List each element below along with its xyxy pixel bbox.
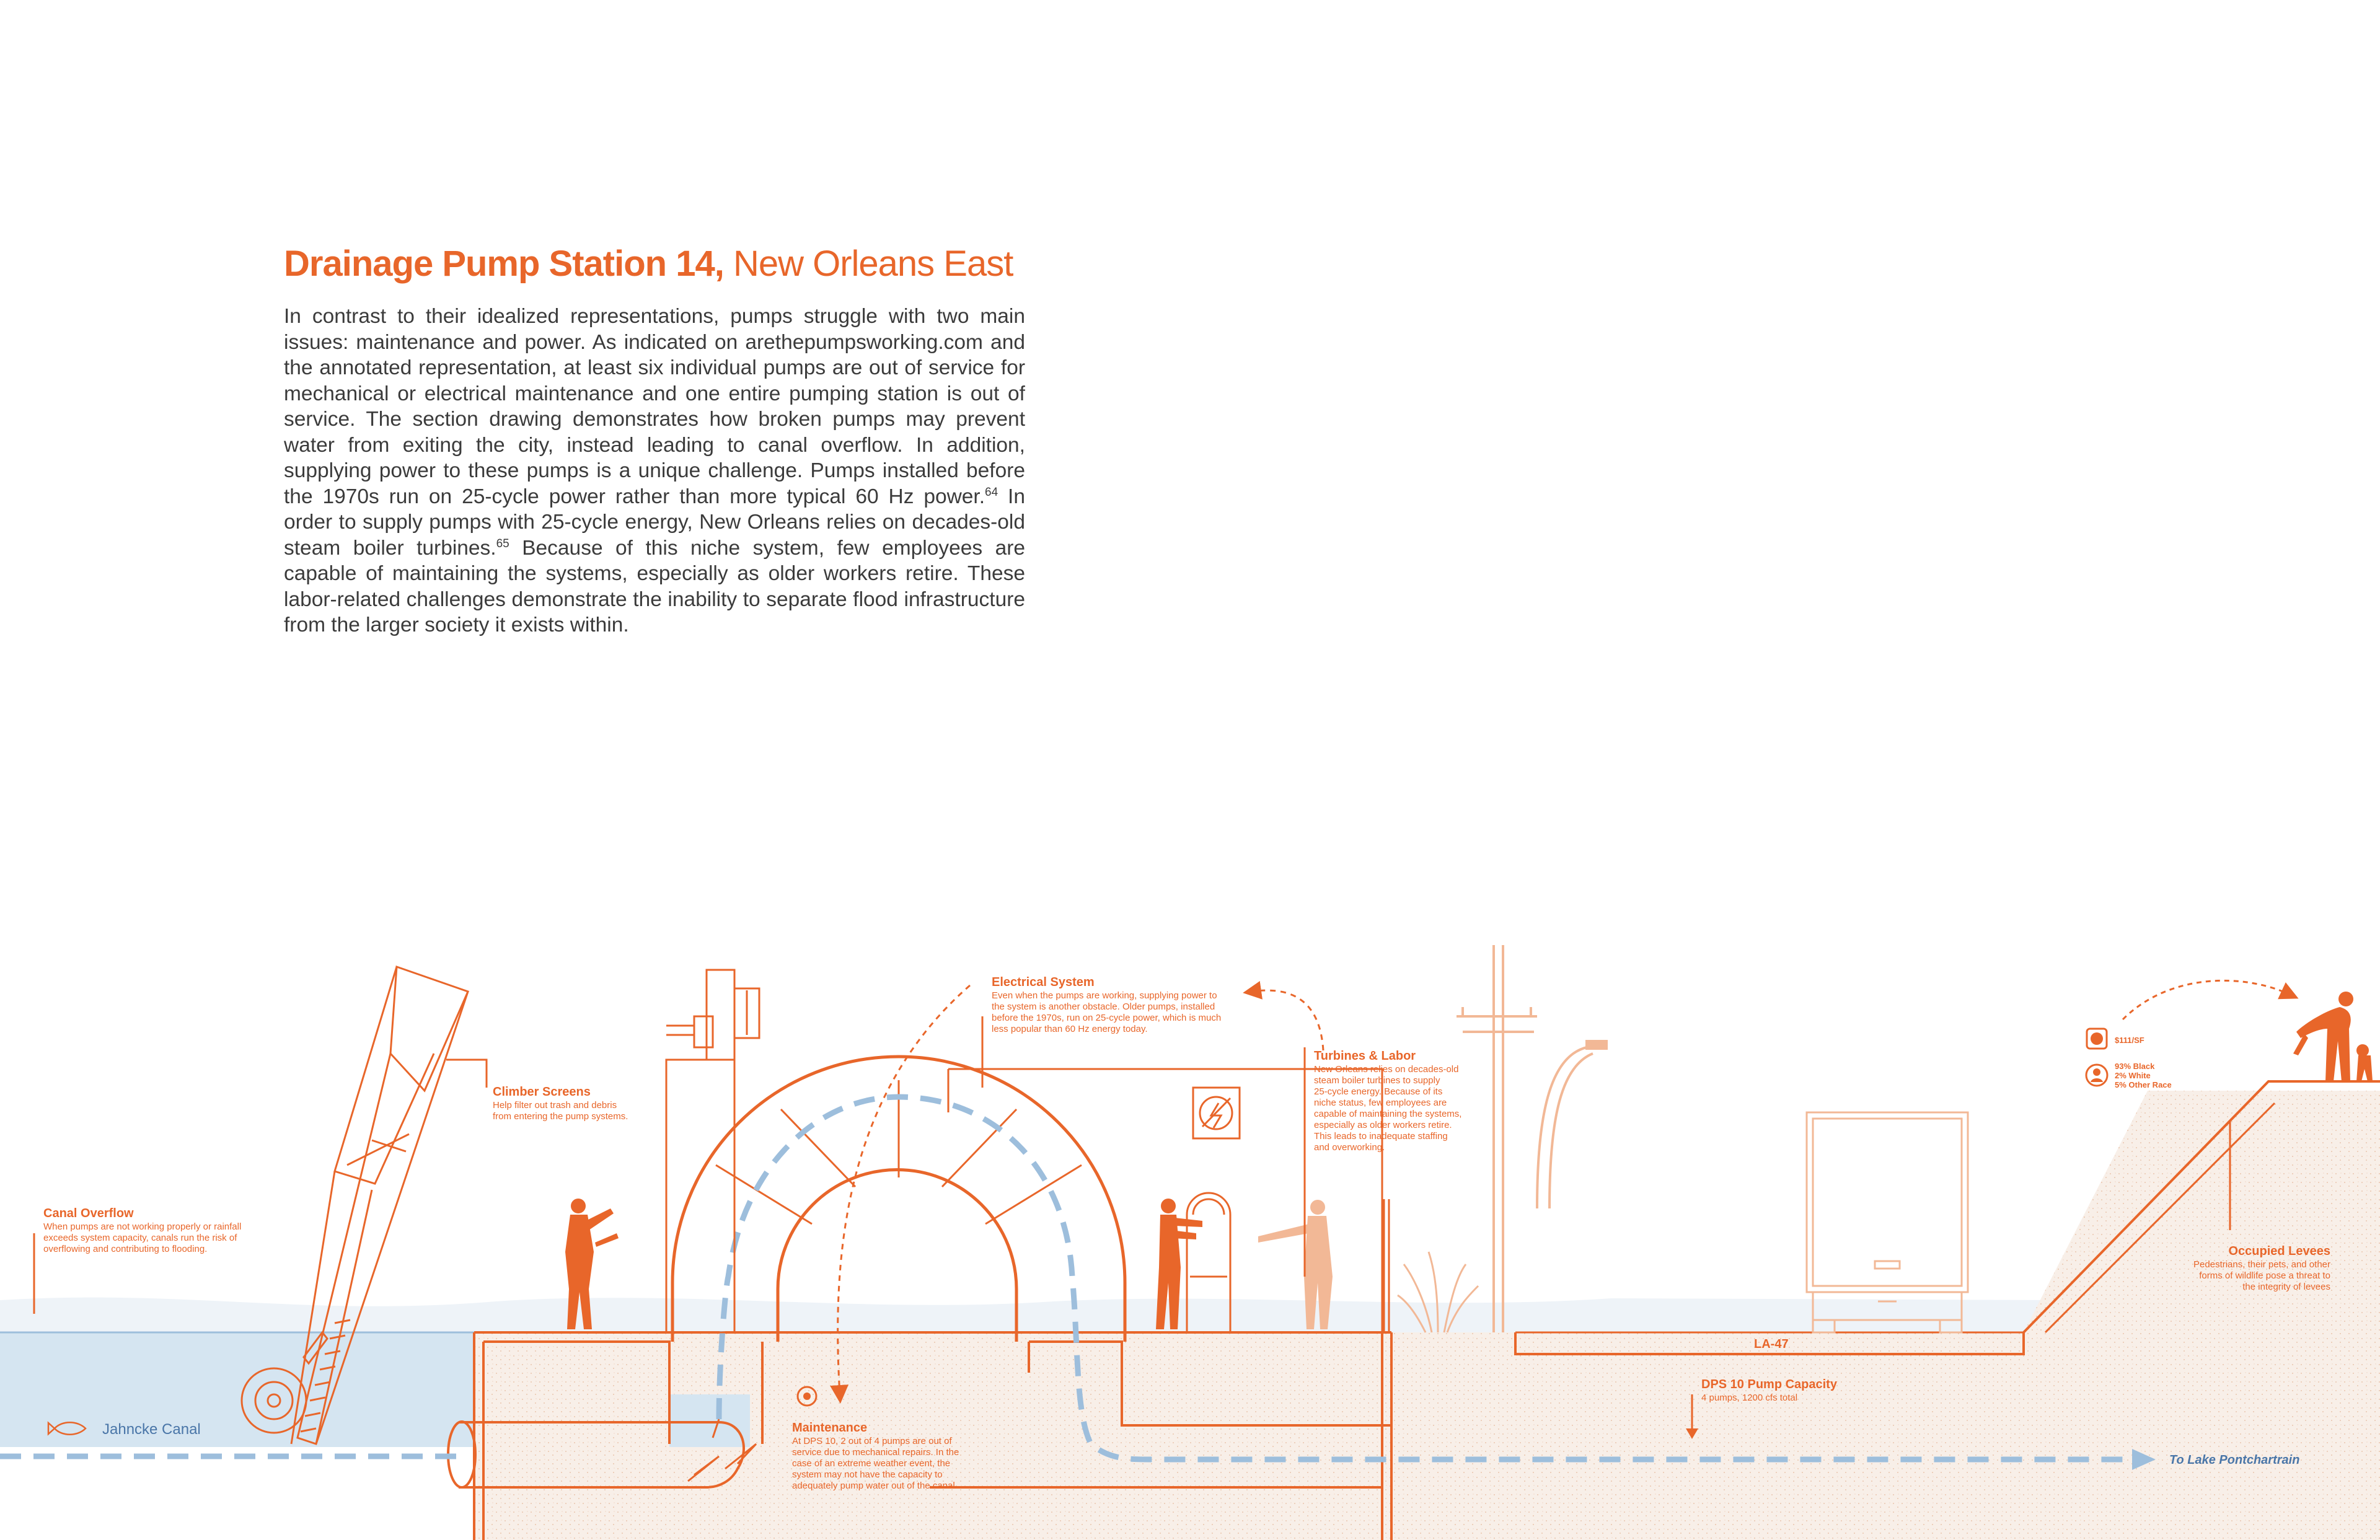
lake-label: To Lake Pontchartrain bbox=[2169, 1453, 2299, 1467]
debris bbox=[687, 1419, 757, 1482]
screen-rungs bbox=[300, 1319, 351, 1433]
turbines-labor-line-1: New Orleans relies on decades-old bbox=[1314, 1064, 1458, 1075]
worker-faded bbox=[1258, 1200, 1333, 1329]
levee-pedestrian bbox=[2293, 992, 2353, 1081]
climber-screens-title: Climber Screens bbox=[493, 1085, 591, 1099]
truck bbox=[1805, 1111, 1969, 1334]
intro-part-1: In contrast to their idealized represent… bbox=[284, 305, 1025, 508]
page-title: Drainage Pump Station 14, New Orleans Ea… bbox=[284, 243, 1013, 284]
canal-overflow-line-2: exceeds system capacity, canals run the … bbox=[43, 1233, 237, 1243]
turbine-arrow bbox=[1243, 981, 1324, 1051]
overflow-water-band bbox=[0, 1297, 2380, 1332]
race-stat-3: 5% Other Race bbox=[2115, 1080, 2172, 1089]
maintenance-line-4: system may not have the capacity to bbox=[792, 1469, 943, 1480]
title-normal: New Orleans East bbox=[733, 244, 1013, 284]
canal-water bbox=[0, 1332, 474, 1447]
occupied-levees-title: Occupied Levees bbox=[2228, 1244, 2330, 1258]
ground-right bbox=[1391, 1091, 2380, 1540]
turbines-labor-line-4: niche status, few employees are bbox=[1314, 1098, 1447, 1108]
canal-overflow-line-1: When pumps are not working properly or r… bbox=[43, 1221, 241, 1232]
worker-door bbox=[1156, 1199, 1202, 1329]
turbines-labor-line-7: This leads to inadequate staffing bbox=[1314, 1131, 1448, 1142]
utility-pole bbox=[1457, 945, 1608, 1332]
ground-left bbox=[474, 1332, 1391, 1540]
levee-upper bbox=[2044, 1102, 2276, 1334]
income-icon bbox=[2086, 1027, 2108, 1050]
demographics-icon bbox=[2085, 1063, 2109, 1087]
leader-lines bbox=[33, 1016, 2231, 1435]
maintenance-gear-icon bbox=[796, 1386, 818, 1407]
maintenance-title: Maintenance bbox=[792, 1421, 867, 1435]
electrical-system-title: Electrical System bbox=[992, 975, 1095, 989]
turbines-labor-line-5: capable of maintaining the systems, bbox=[1314, 1109, 1461, 1119]
road-label: LA-47 bbox=[1754, 1337, 1789, 1351]
electrical-system-line-2: the system is another obstacle. Older pu… bbox=[992, 1001, 1215, 1012]
occupied-levees-line-1: Pedestrians, their pets, and other bbox=[2193, 1259, 2330, 1270]
maintenance-line-3: case of an extreme weather event, the bbox=[792, 1458, 950, 1469]
income-stat: $111/SF bbox=[2115, 1036, 2144, 1045]
reeds bbox=[1397, 1251, 1479, 1333]
control-building bbox=[947, 1068, 1390, 1332]
pump-station-structure bbox=[447, 1331, 1393, 1540]
dps-capacity-title: DPS 10 Pump Capacity bbox=[1701, 1378, 1838, 1391]
capacity-arrow-head bbox=[1686, 1428, 1698, 1439]
pump-tower bbox=[665, 969, 760, 1334]
canal-label: Jahncke Canal bbox=[102, 1421, 201, 1438]
road-la47 bbox=[1514, 1332, 2025, 1355]
worker-screen bbox=[565, 1199, 619, 1329]
title-bold: Drainage Pump Station 14, bbox=[284, 244, 725, 284]
maintenance-line-2: service due to mechanical repairs. In th… bbox=[792, 1447, 959, 1458]
occupied-levees-line-3: the integrity of levees bbox=[2242, 1282, 2330, 1292]
race-stat-2: 2% White bbox=[2115, 1071, 2151, 1080]
canal-overflow-line-3: overflowing and contributing to flooding… bbox=[43, 1244, 207, 1254]
electrical-arrow bbox=[830, 984, 971, 1404]
levee-arc-arrow bbox=[2122, 979, 2299, 1021]
turbines-labor-line-8: and overworking. bbox=[1314, 1142, 1385, 1153]
footnote-64: 64 bbox=[985, 485, 998, 499]
turbines-labor-line-6: especially as older workers retire. bbox=[1314, 1120, 1452, 1130]
discharge-arch bbox=[671, 1055, 1127, 1373]
fish-icon bbox=[47, 1421, 87, 1436]
electrical-system-line-1: Even when the pumps are working, supplyi… bbox=[992, 990, 1217, 1001]
sump-water bbox=[669, 1394, 750, 1447]
electrical-system-line-4: less popular than 60 Hz energy today. bbox=[992, 1024, 1148, 1034]
maintenance-line-5: adequately pump water out of the canal. bbox=[792, 1481, 958, 1491]
dps-capacity-line-1: 4 pumps, 1200 cfs total bbox=[1701, 1393, 1797, 1403]
intro-paragraph: In contrast to their idealized represent… bbox=[284, 304, 1025, 638]
levee-dog bbox=[2356, 1044, 2373, 1081]
maintenance-line-1: At DPS 10, 2 out of 4 pumps are out of bbox=[792, 1436, 952, 1446]
turbines-labor-title: Turbines & Labor bbox=[1314, 1049, 1416, 1063]
climber-screens-line-1: Help filter out trash and debris bbox=[493, 1100, 617, 1111]
flow-arrowhead bbox=[2132, 1449, 2156, 1470]
canal-overflow-title: Canal Overflow bbox=[43, 1207, 134, 1220]
intro-part-3: Because of this niche system, few employ… bbox=[284, 536, 1025, 637]
turbines-labor-line-2: steam boiler turbines to supply bbox=[1314, 1075, 1440, 1086]
water-flow-path bbox=[0, 1094, 2144, 1463]
intro-part-2: In order to supply pumps with 25-cycle e… bbox=[284, 485, 1025, 560]
climber-screen bbox=[240, 965, 470, 1445]
electrical-system-line-3: before the 1970s, run on 25-cycle power,… bbox=[992, 1013, 1221, 1023]
turbines-labor-line-3: 25-cycle energy. Because of its bbox=[1314, 1086, 1442, 1097]
footnote-65: 65 bbox=[496, 537, 509, 550]
occupied-levees-line-2: forms of wildlife pose a threat to bbox=[2199, 1270, 2330, 1281]
race-stat-1: 93% Black bbox=[2115, 1062, 2155, 1071]
climber-screens-line-2: from entering the pump systems. bbox=[493, 1111, 628, 1122]
